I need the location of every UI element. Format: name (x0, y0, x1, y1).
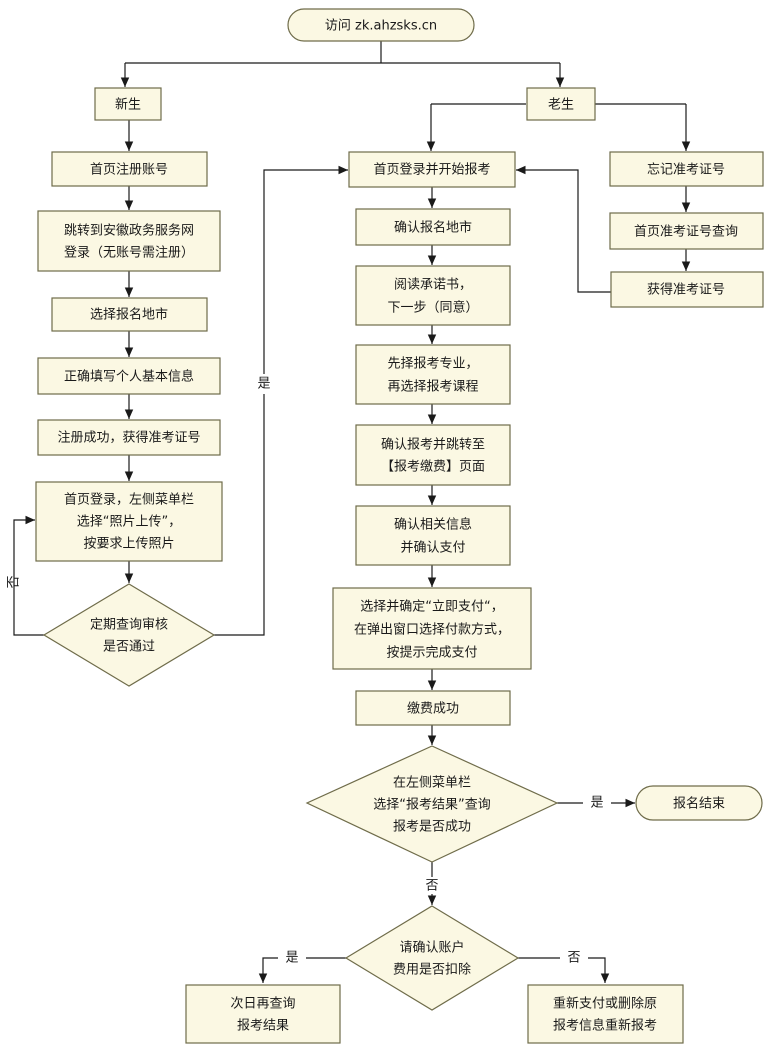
result-decision-node (305, 745, 559, 863)
confirm-jump-node (355, 424, 511, 486)
new-student-label: 新生 (115, 97, 141, 113)
upload-photo-label-3: 按要求上传照片 (83, 537, 174, 552)
register-account-node (51, 151, 208, 187)
confirm-jump-label-1: 确认报考并跳转至 (381, 438, 485, 453)
upload-photo-label-1: 首页登录，左侧菜单栏 (64, 493, 194, 508)
repay-node (527, 984, 684, 1044)
select-city-label: 选择报名地市 (90, 307, 168, 323)
start-label: 访问 zk.ahzsks.cn (325, 19, 437, 34)
fee-decision-node (344, 905, 520, 1011)
payment-label-1: 选择并确定“立即支付“， (360, 600, 503, 615)
upload-photo-node (35, 481, 223, 562)
review-no-label: 否 (7, 575, 22, 588)
result-decision-label-2: 选择“报考结果”查询 (373, 798, 490, 813)
select-major-node (355, 344, 511, 405)
register-account-label: 首页注册账号 (90, 163, 168, 178)
end-label: 报名结束 (673, 796, 725, 812)
old-student-label: 老生 (548, 98, 574, 113)
confirm-info-node (355, 505, 511, 566)
fee-decision-label-1: 请确认账户 (399, 940, 464, 956)
result-yes-label: 是 (590, 796, 603, 811)
gov-service-label-1: 跳转到安徽政务服务网 (64, 223, 194, 239)
forgot-ticket-node (609, 151, 764, 187)
review-decision-label-1: 定期查询审核 (90, 618, 168, 633)
start-node (287, 8, 475, 42)
confirm-info-label-1: 确认相关信息 (394, 517, 472, 533)
ticket-query-label: 首页准考证号查询 (634, 225, 738, 240)
new-student-node (94, 87, 162, 121)
connector-no (588, 957, 610, 983)
confirm-city-label: 确认报名地市 (394, 220, 472, 236)
select-city-node (51, 297, 208, 332)
read-pledge-label-2: 下一步（同意） (387, 300, 478, 316)
register-success-node (37, 419, 221, 456)
paid-label: 缴费成功 (407, 702, 459, 717)
payment-node (332, 587, 532, 670)
next-day-label-1: 次日再查询 (230, 996, 295, 1012)
obtain-ticket-label: 获得准考证号 (647, 282, 725, 298)
connector (516, 165, 611, 293)
login-start-label: 首页登录并开始报考 (373, 163, 490, 178)
fill-info-node (37, 357, 221, 395)
review-decision-node (42, 583, 216, 687)
old-student-node (526, 87, 596, 121)
connector-yes (214, 165, 348, 636)
next-day-label-2: 报考结果 (237, 1019, 289, 1034)
payment-label-2: 在弹出窗口选择付款方式， (354, 622, 510, 638)
confirm-jump-label-2: 【报考缴费】页面 (381, 460, 485, 475)
gov-service-node (37, 210, 221, 272)
fill-info-label: 正确填写个人基本信息 (64, 369, 194, 385)
read-pledge-node (355, 265, 511, 326)
obtain-ticket-node (610, 271, 764, 308)
next-day-node (185, 984, 341, 1044)
connector-yes (258, 957, 278, 983)
confirm-info-label-2: 并确认支付 (400, 541, 465, 556)
review-yes-label-bg (252, 374, 276, 394)
review-decision-label-2: 是否通过 (103, 640, 155, 655)
ticket-query-node (609, 212, 764, 250)
result-decision-label-1: 在左侧菜单栏 (393, 776, 471, 791)
login-start-node (348, 151, 516, 188)
read-pledge-label-1: 阅读承诺书， (394, 278, 472, 293)
confirm-city-node (355, 208, 511, 246)
review-yes-label: 是 (257, 377, 270, 392)
fee-decision-label-2: 费用是否扣除 (393, 963, 471, 978)
fee-no-label: 否 (567, 951, 580, 966)
upload-photo-label-2: 选择“照片上传”， (77, 515, 181, 530)
select-major-label-2: 再选择报考课程 (387, 380, 478, 395)
gov-service-label-2: 登录（无账号需注册） (64, 246, 194, 261)
result-decision-label-3: 报考是否成功 (393, 820, 471, 835)
paid-node (355, 690, 511, 726)
fee-yes-label: 是 (285, 951, 298, 966)
payment-label-3: 按提示完成支付 (386, 645, 477, 661)
connector-no (13, 515, 44, 636)
forgot-ticket-label: 忘记准考证号 (647, 163, 725, 178)
repay-label-2: 报考信息重新报考 (553, 1018, 657, 1034)
connectors (13, 41, 691, 983)
end-node (635, 785, 763, 821)
repay-label-1: 重新支付或删除原 (553, 996, 657, 1012)
select-major-label-1: 先择报考专业， (387, 357, 478, 372)
register-success-label: 注册成功，获得准考证号 (57, 430, 200, 446)
result-no-label: 否 (425, 879, 438, 894)
